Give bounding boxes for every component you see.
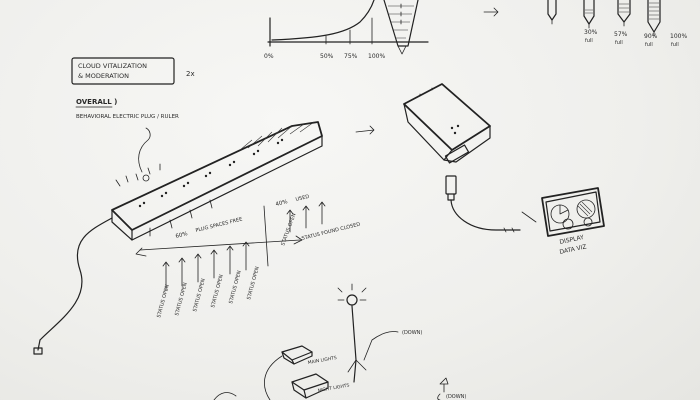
tick-50: 50% [320,53,334,60]
used-pct: 40% [275,199,288,208]
bottom-status-labels: STATUS OPEN STATUS OPEN STATUS OPEN STAT… [156,266,261,319]
fill-label-2: full [615,40,623,46]
status-open-note: STATUS OPEN [280,212,297,246]
down-label-2: (DOWN) [446,394,466,400]
status-label-6: STATUS OPEN [246,266,261,301]
section-heading: OVERALL ) [76,98,117,106]
used-text: USED [295,194,310,203]
lower-lamp-label: NIGHT LIGHTS [317,382,350,393]
fill-label-1: full [585,38,593,44]
fill-value-4: 100% [670,33,687,40]
tick-100: 100% [368,53,385,60]
ruler-annotations: 60% PLUG SPACES FREE 40% USED STATUS OPE… [135,194,361,291]
status-label-3: STATUS OPEN [192,278,207,313]
lamp-scene: (DOWN) MAIN LIGHTS NIGHT LIGHTS (DOWN) [213,283,466,400]
title-line-2: & MODERATION [78,72,129,80]
plug-block [403,83,491,164]
arrow-right-icon [483,7,499,17]
ruler-plug [33,121,323,355]
status-label-4: STATUS OPEN [210,274,225,309]
growth-curve-sketch: 0% 50% 75% 100% [264,0,429,60]
status-closed-note: STATUS FOUND CLOSED [301,222,361,242]
tick-0: 0% [264,53,274,60]
fill-level-plugs: 30% full 57% full 90% full 100% full [547,0,687,48]
fill-label-4: full [671,42,679,48]
display-monitor: DISPLAY DATA VIZ [521,187,605,256]
plug-level-57 [583,0,595,29]
down-label-1: (DOWN) [402,330,422,336]
free-pct: 60% [175,231,188,240]
plug-level-30 [547,0,557,25]
status-label-2: STATUS OPEN [174,282,189,317]
tick-75: 75% [344,53,358,60]
title-box: CLOUD VITALIZATION & MODERATION 2x [71,57,195,85]
title-line-1: CLOUD VITALIZATION [78,62,147,70]
status-label-5: STATUS OPEN [228,270,243,305]
fill-value-3: 90% [644,33,658,40]
free-text: PLUG SPACES FREE [195,217,243,234]
usb-plug-icon [445,175,521,233]
title-scale: 2x [186,70,195,78]
socket-dots [138,138,284,208]
fill-value-2: 57% [614,31,628,38]
plug-level-90 [617,0,631,27]
bulb-icon [346,294,358,306]
fill-value-1: 30% [584,29,598,36]
arrow-right-icon-2 [355,125,375,135]
status-label-1: STATUS OPEN [156,284,171,319]
upper-lamp-label: MAIN LIGHTS [307,355,337,366]
plug-level-100 [647,0,661,37]
fill-label-3: full [645,42,653,48]
subtitle: BEHAVIORAL ELECTRIC PLUG / RULER [76,114,179,120]
